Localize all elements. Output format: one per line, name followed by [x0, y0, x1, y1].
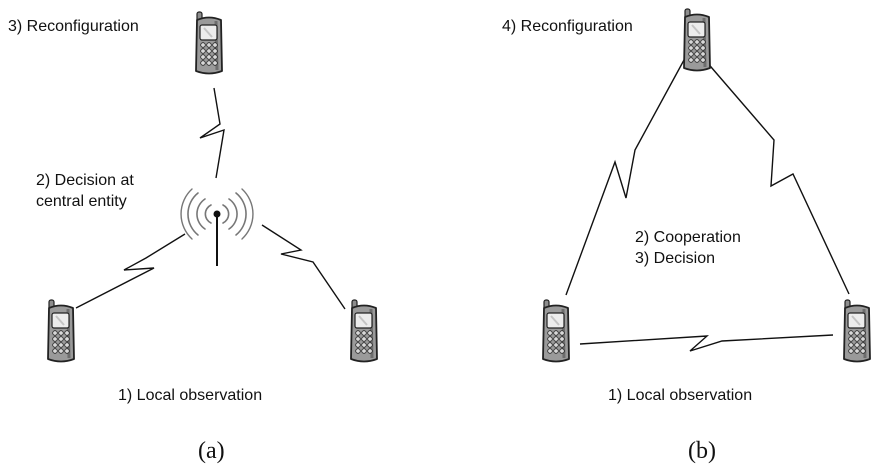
mobile-phone-icon [194, 10, 224, 75]
label-b-observation: 1) Local observation [608, 387, 753, 404]
mobile-phone-icon [46, 298, 76, 363]
mobile-phone-icon [349, 298, 379, 363]
mobile-phone-icon [682, 7, 712, 72]
label-a-observation: 1) Local observation [118, 387, 263, 404]
label-b-cooperation: 2) Cooperation [635, 229, 741, 246]
label-a-decision-line2: central entity [36, 193, 127, 210]
antenna-icon [180, 188, 254, 266]
link-b-top-to-right [704, 59, 850, 295]
link-a-center-to-left [75, 233, 186, 309]
link-a-top-to-center [199, 87, 225, 179]
link-b-left-to-right [579, 334, 834, 352]
mobile-phone-icon [842, 298, 872, 363]
label-b-decision: 3) Decision [635, 250, 716, 267]
link-b-top-to-left [565, 59, 685, 296]
label-b-reconfiguration: 4) Reconfiguration [502, 18, 633, 35]
caption-a: (a) [198, 438, 225, 464]
mobile-phone-icon [541, 298, 571, 363]
caption-b: (b) [688, 438, 716, 464]
link-a-center-to-right [261, 224, 346, 310]
label-a-reconfiguration: 3) Reconfiguration [8, 18, 139, 35]
label-a-decision-line1: 2) Decision at [36, 172, 134, 189]
